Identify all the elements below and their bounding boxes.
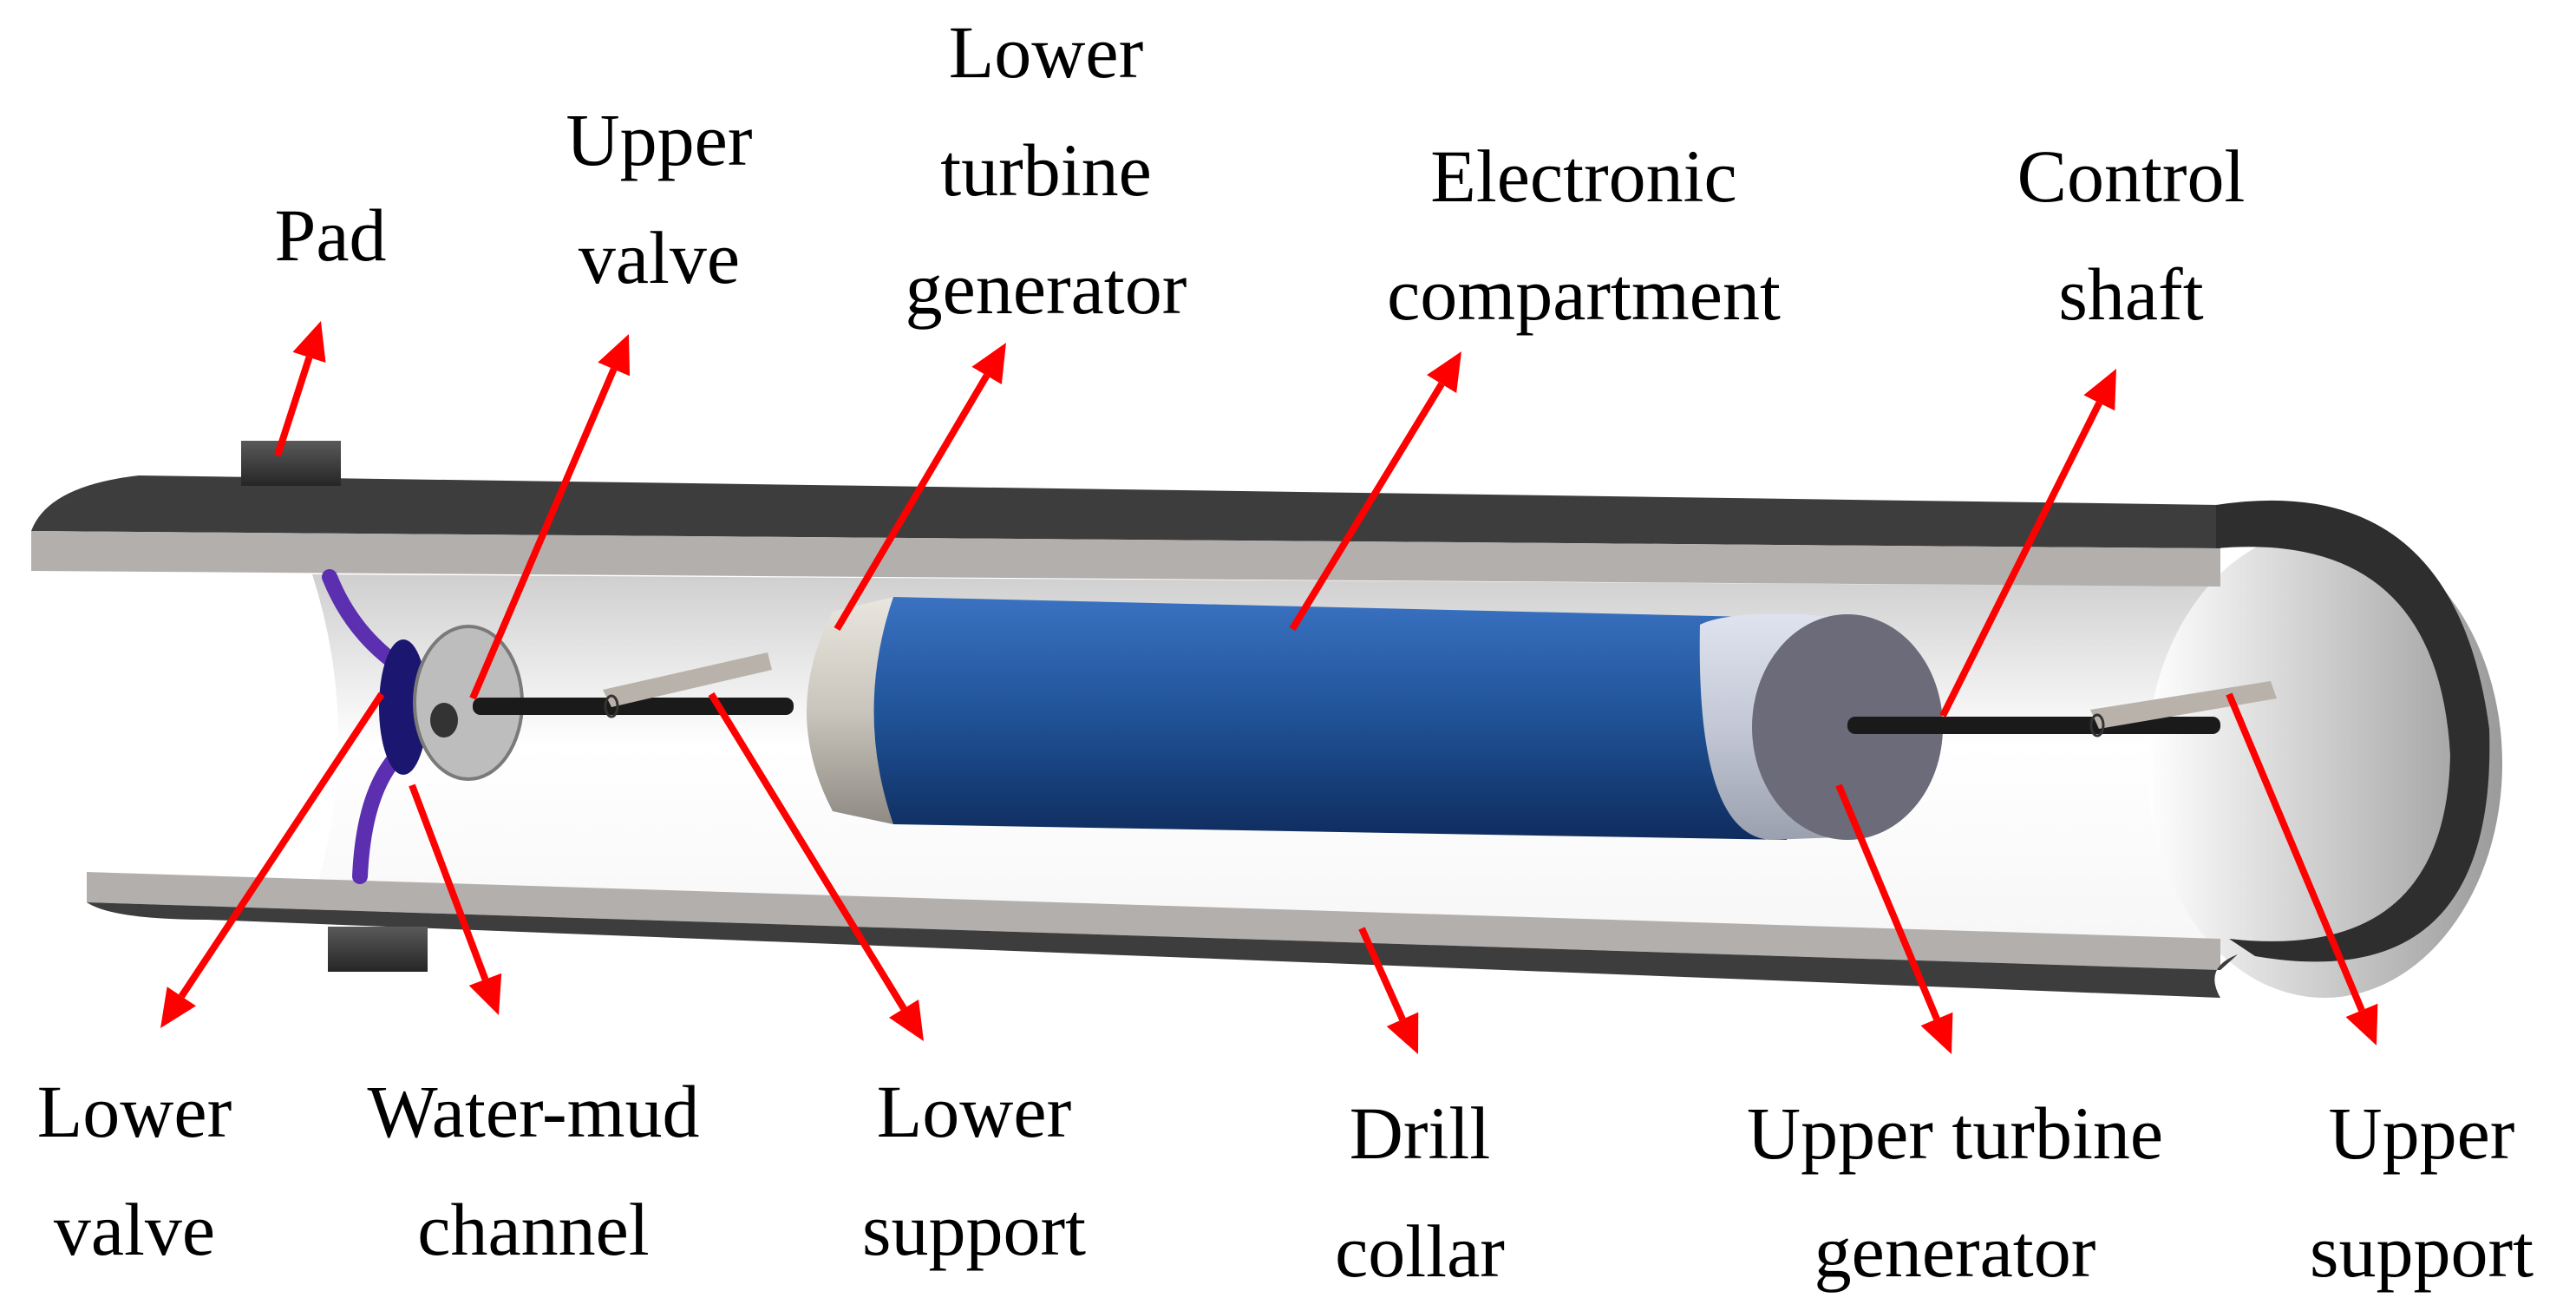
arrow-upper-valve-head <box>598 334 631 377</box>
upper-support-clamp <box>2089 713 2105 737</box>
arrow-control-shaft-head <box>2083 369 2116 411</box>
upper-turbine-cap <box>1752 614 1943 840</box>
arrow-pad-shaft <box>274 356 313 457</box>
arrow-control-shaft-shaft <box>1939 401 2102 718</box>
collar-upper-wall <box>31 475 2220 548</box>
upper-support-strut <box>2090 681 2277 729</box>
collar-lower-cut-face <box>87 872 2220 970</box>
arrow-upper-support-head <box>2345 1003 2378 1046</box>
control-shaft <box>1847 717 2220 734</box>
arrow-drill-collar-head <box>1386 1012 1419 1054</box>
collar-end-interior <box>2147 529 2502 998</box>
arrow-lower-valve-shaft <box>178 692 385 999</box>
arrow-upper-turbine-generator-head <box>1920 1012 1953 1054</box>
arrow-upper-valve-shaft <box>469 367 618 700</box>
arrow-electronic-compartment-shaft <box>1289 382 1445 632</box>
valve-hole <box>430 703 458 737</box>
arrow-drill-collar-shaft <box>1358 927 1406 1021</box>
arrow-water-mud-channel-head <box>468 973 502 1015</box>
arrow-upper-turbine-generator-shaft <box>1835 783 1940 1020</box>
arrow-lower-support-shaft <box>708 692 907 1011</box>
electronic-compartment-body <box>873 597 1787 840</box>
collar-end-ring <box>2216 500 2490 962</box>
arrow-pad-head <box>292 321 326 364</box>
lower-valve-ring <box>379 639 428 775</box>
arrow-lower-turbine-generator-head <box>971 343 1006 385</box>
lower-turbine-body <box>807 597 893 824</box>
lower-support-strut <box>603 652 772 707</box>
arrow-lower-support-head <box>888 1000 924 1041</box>
pad-upper <box>241 441 341 486</box>
collar-lower-wall <box>87 902 2238 998</box>
arrow-water-mud-channel-shaft <box>409 783 489 981</box>
arrow-lower-turbine-generator-shaft <box>834 373 991 632</box>
arrow-lower-valve-head <box>160 987 196 1028</box>
collar-upper-cut-face <box>31 531 2220 587</box>
label-pad: Pad <box>274 193 387 277</box>
arrow-upper-support-shaft <box>2226 692 2365 1012</box>
arrow-electronic-compartment-head <box>1427 351 1461 393</box>
lower-support-clamp <box>604 694 619 718</box>
annotation-arrows <box>160 321 2378 1054</box>
pad-lower <box>328 927 428 972</box>
